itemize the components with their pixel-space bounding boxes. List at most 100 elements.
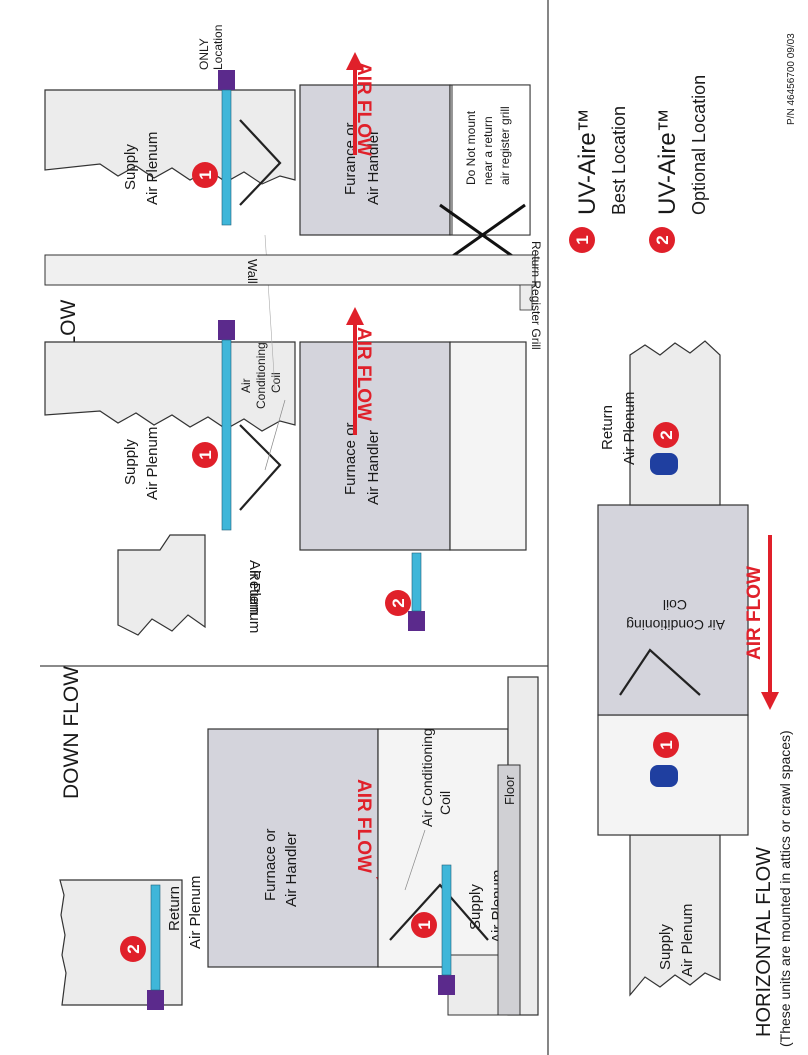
up-flow-supply-label-2: Air Plenum [144, 427, 161, 500]
up-flow-return-plenum [117, 534, 206, 636]
up-flow-unit-label-1: Furnace or [342, 422, 359, 495]
down-flow-lamp-mount-supply [438, 975, 455, 995]
up-flow-supply-label-1: Supply [122, 439, 139, 485]
wall-supply-plenum [44, 89, 296, 185]
horizontal-subtitle: (These units are mounted in attics or cr… [777, 730, 793, 1047]
legend-best-brand: UV-Aire™ [574, 108, 601, 215]
horizontal-badge-supply-number: 1 [657, 740, 676, 749]
legend-badge-best-number: 1 [573, 235, 592, 244]
up-flow-section: UP FLOW 2 Return Air Plenum Furnace or A… [44, 300, 527, 636]
down-flow-badge-return-number: 2 [124, 944, 143, 953]
down-flow-section: DOWN FLOW 2 Return Air Plenum Furnace or… [59, 666, 539, 1016]
down-flow-floor-label: Floor [502, 775, 517, 805]
wall-only-label-1: ONLY [197, 38, 211, 70]
up-flow-supply-plenum [44, 341, 296, 432]
horizontal-badge-supply [653, 732, 679, 758]
up-flow-wall-section: Furance or Air Handler 1 Supply Air Plen… [44, 25, 543, 391]
down-flow-badge-return [120, 936, 146, 962]
horizontal-airflow-label: AIR FLOW [744, 566, 765, 660]
down-flow-badge-supply [411, 912, 437, 938]
horizontal-return-label-1: Return [599, 405, 616, 450]
down-flow-airflow-label: AIR FLOW [353, 779, 374, 873]
down-flow-floor [497, 764, 521, 1016]
down-flow-coil-leader [404, 829, 426, 891]
wall-badge-supply [192, 162, 218, 188]
horizontal-badge-return-number: 2 [657, 430, 676, 439]
wall-unit-label-2: Air Handler [365, 130, 382, 205]
down-flow-unit-label-1: Furnace or [262, 828, 279, 901]
wall-warning-line-3: air register grill [498, 106, 512, 185]
wall-coil [239, 119, 282, 206]
wall-warning-line-2: near a return [481, 116, 495, 185]
wall-warning-line-1: Do Not mount [464, 110, 478, 185]
horizontal-badge-return [653, 422, 679, 448]
horizontal-sensor-return [650, 453, 678, 475]
wall-airflow-arrow-head [346, 52, 364, 70]
wall-airflow-label: AIR FLOW [353, 62, 374, 156]
return-register-grill [519, 284, 533, 311]
down-flow-title: DOWN FLOW [60, 666, 83, 799]
down-flow-coil-label-1: Air Conditioning [419, 728, 435, 827]
part-number: P/N 46456700 09/03 [786, 33, 797, 125]
legend-best-desc: Best Location [609, 106, 629, 215]
return-grill-label: Return Register Grill [529, 241, 543, 350]
horizontal-coil-label-2: Coil [663, 597, 687, 613]
horizontal-return-label-2: Air Plenum [621, 392, 638, 465]
wall-only-label-2: Location [211, 25, 225, 70]
up-flow-coil-label-3: Coil [269, 372, 283, 393]
legend-badge-optional-number: 2 [653, 235, 672, 244]
horizontal-supply-plenum [629, 834, 721, 997]
wall-badge-supply-number: 1 [196, 170, 215, 179]
up-flow-lamp-mount-return [408, 611, 425, 631]
up-flow-lamp-mount-supply [218, 320, 235, 340]
wall-lamp-mount [218, 70, 235, 90]
up-flow-airflow-arrow-head [346, 307, 364, 325]
up-flow-filter-box [449, 341, 527, 551]
up-flow-coil-leader [264, 399, 286, 471]
down-flow-unit-label-2: Air Handler [283, 832, 300, 907]
wall-uv-bar [221, 89, 232, 226]
up-flow-return-label-2: Air Plenum [246, 560, 263, 633]
up-flow-airflow-label: AIR FLOW [353, 327, 374, 421]
up-flow-coil-label-1: Air [239, 378, 253, 393]
down-flow-supply-label-1: Supply [467, 884, 484, 930]
wall [44, 254, 536, 286]
down-flow-lamp-mount-return [147, 990, 164, 1010]
legend-optional-brand: UV-Aire™ [654, 108, 681, 215]
down-flow-badge-supply-number: 1 [415, 920, 434, 929]
horizontal-sensor-supply [650, 765, 678, 787]
legend-badge-best [569, 227, 595, 253]
up-flow-unit-label-2: Air Handler [365, 430, 382, 505]
horizontal-return-plenum [629, 340, 721, 506]
wall-supply-label-2: Air Plenum [144, 132, 161, 205]
down-flow-coil-label-2: Coil [437, 791, 453, 815]
up-flow-coil [239, 424, 282, 511]
horizontal-supply-label-1: Supply [657, 924, 674, 970]
down-flow-uv-bar-supply [441, 864, 452, 976]
down-flow-return-label-1: Return [166, 886, 183, 931]
horizontal-airflow-arrow-head [761, 692, 779, 710]
horizontal-coil [619, 648, 701, 696]
up-flow-badge-return-number: 2 [389, 598, 408, 607]
up-flow-uv-bar-return [411, 552, 422, 612]
horizontal-flow-section: HORIZONTAL FLOW (These units are mounted… [597, 340, 793, 1047]
legend: 1 UV-Aire™ Best Location 2 UV-Aire™ Opti… [569, 33, 797, 253]
horizontal-title: HORIZONTAL FLOW [753, 847, 775, 1037]
down-flow-coil [389, 883, 489, 941]
up-flow-return-label-1: Return [246, 570, 263, 615]
down-flow-return-plenum [59, 879, 183, 1006]
down-flow-uv-bar-return [150, 884, 161, 991]
up-flow-badge-supply-number: 1 [196, 450, 215, 459]
wall-warning-box [451, 84, 531, 236]
up-flow-uv-bar-supply [221, 339, 232, 531]
up-flow-badge-return [385, 590, 411, 616]
legend-optional-desc: Optional Location [689, 75, 709, 215]
up-flow-coil-label-2: Conditioning [254, 342, 268, 409]
wall-supply-label-1: Supply [122, 144, 139, 190]
up-flow-badge-supply [192, 442, 218, 468]
horizontal-supply-label-2: Air Plenum [679, 904, 696, 977]
wall-label: Wall [245, 259, 260, 284]
